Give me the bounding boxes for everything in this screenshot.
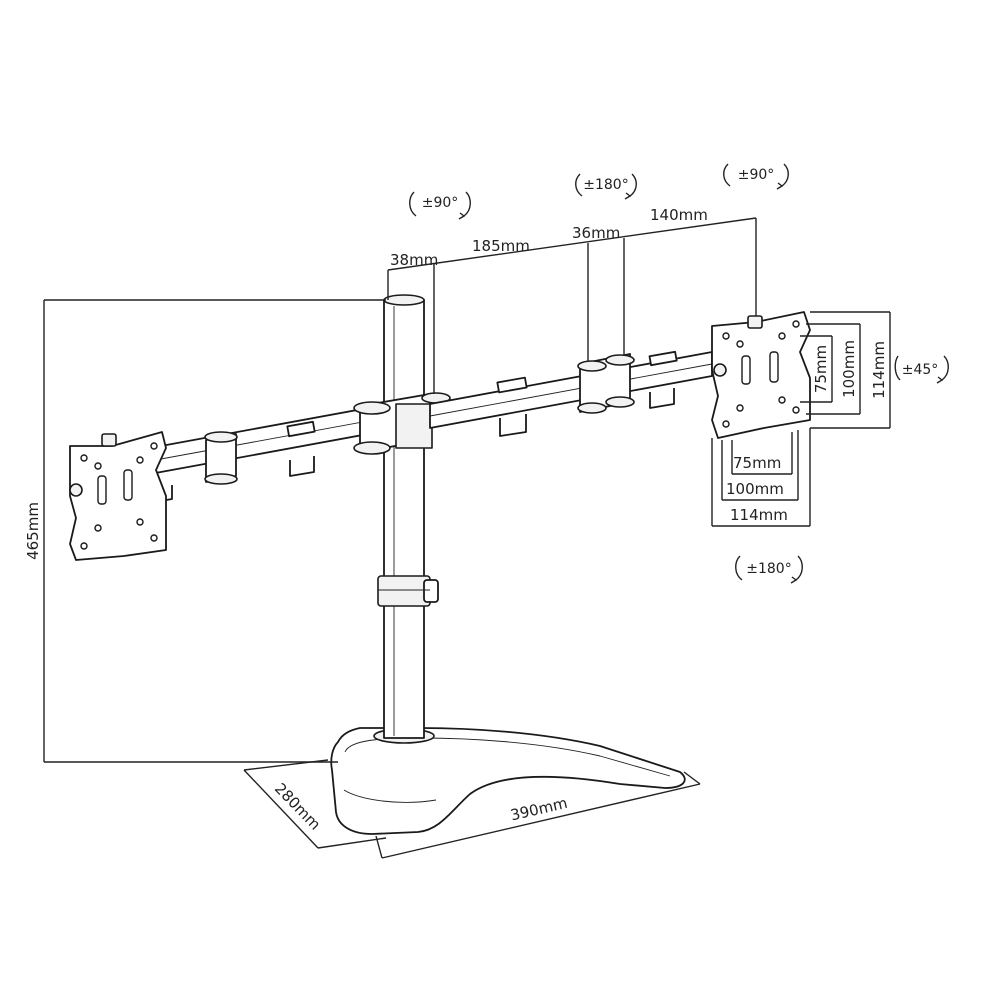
vesa-v-100-label: 100mm [840, 340, 858, 398]
rotation-tilt: ±45° [894, 355, 949, 384]
rotation-tilt-label: ±45° [902, 362, 939, 378]
vesa-horizontal-dimensions: 75mm 100mm 114mm [711, 428, 811, 527]
joint-width-label: 36mm [572, 224, 620, 242]
left-vesa-plate [69, 431, 167, 561]
arm-segment-label: 185mm [472, 237, 530, 255]
height-dimension: 465mm [24, 299, 386, 763]
vesa-v-75-label: 75mm [812, 345, 830, 393]
vesa-v-114-label: 114mm [870, 341, 888, 399]
arm-dimensions: 38mm 185mm 36mm 140mm [387, 206, 757, 394]
rotation-arm-joint-label: ±180° [583, 177, 628, 193]
vesa-h-114-label: 114mm [730, 506, 788, 524]
cable-clip [377, 575, 439, 607]
height-label: 465mm [24, 502, 42, 560]
pole-width-label: 38mm [390, 251, 438, 269]
rotation-head-swivel-label: ±90° [738, 167, 775, 183]
vesa-vertical-dimensions: 75mm 100mm 114mm [800, 311, 891, 429]
base-width-label: 390mm [509, 794, 569, 825]
stand-base [330, 727, 686, 835]
arm-end-label: 140mm [650, 206, 708, 224]
vesa-h-100-label: 100mm [726, 480, 784, 498]
rotation-arm-joint: ±180° [575, 173, 637, 200]
right-vesa-plate [711, 311, 811, 439]
rotation-rotate: ±180° [735, 555, 803, 584]
rotation-pole-swivel: ±90° [409, 191, 471, 220]
rotation-pole-swivel-label: ±90° [422, 195, 459, 211]
vesa-h-75-label: 75mm [733, 454, 781, 472]
left-arm [149, 403, 391, 503]
center-hub [353, 392, 451, 455]
right-arm [429, 350, 713, 437]
stand-pole [383, 294, 425, 739]
rotation-head-swivel: ±90° [723, 163, 789, 190]
rotation-rotate-label: ±180° [746, 561, 791, 577]
